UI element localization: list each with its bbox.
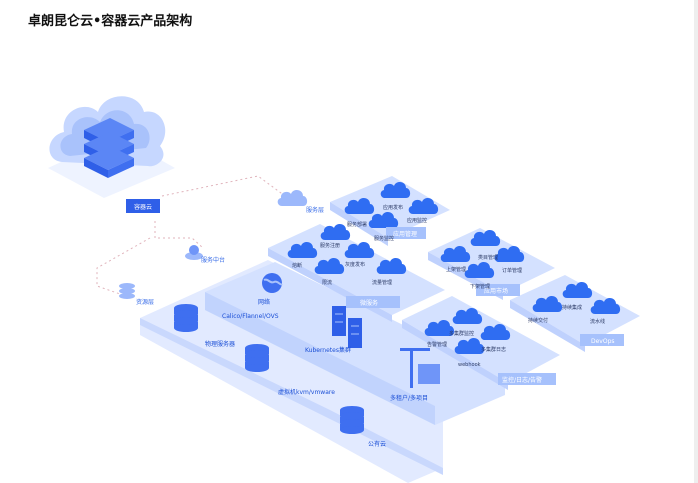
cloud-icon (320, 224, 351, 240)
label-monitor-log: 监控/日志/告警 (502, 376, 542, 384)
label-alarm-mgmt: 告警管理 (427, 341, 447, 348)
label-pipeline: 流水线 (590, 318, 605, 325)
label-network: 网络 (258, 298, 270, 306)
label-webhook: webhook (458, 362, 481, 368)
dotted-connectors (96, 175, 286, 295)
globe-icon (262, 273, 283, 293)
label-ci: 持续集成 (562, 304, 582, 311)
label-online-mgmt: 上架管理 (446, 266, 466, 273)
devops-slab (510, 275, 640, 352)
server-rack-icon (332, 306, 362, 348)
label-app-publish: 应用发布 (383, 204, 403, 211)
label-kubernetes: Kubernetes集群 (305, 346, 351, 354)
label-service-layer: 服务层 (306, 206, 324, 214)
app-mgmt-slab (330, 176, 450, 246)
label-devops: DevOps (591, 338, 615, 345)
rongqiyun-badge: 容器云 (134, 203, 152, 211)
label-order-mgmt: 订单管理 (502, 267, 522, 274)
label-traffic-mgmt: 流量管理 (372, 279, 392, 286)
right-edge-bar (694, 0, 698, 483)
label-multi-tenant: 多租户/多项目 (390, 394, 428, 402)
label-category-mgmt: 类目管理 (478, 254, 498, 261)
service-layer-cloud-icon (277, 190, 308, 206)
label-service-registry: 服务注册 (320, 242, 340, 249)
label-rate-limit: 限流 (322, 279, 332, 286)
label-app-monitor: 应用监控 (407, 217, 427, 224)
label-circuit-breaker: 熔断 (292, 262, 302, 269)
label-public-cloud: 公有云 (368, 440, 386, 448)
resource-layer-icon (119, 283, 135, 299)
service-platform-icon (185, 245, 203, 260)
label-service-monitor: 服务监控 (374, 235, 394, 242)
monitor-slab (402, 296, 560, 390)
tenant-crane-icon (400, 348, 440, 388)
label-network-types: Calico/Flannel/OVS (222, 313, 279, 320)
database-icon (245, 344, 269, 372)
label-service-deploy: 服务部署 (347, 221, 367, 228)
label-app-mgmt: 应用管理 (393, 230, 417, 238)
label-gray-release: 灰度发布 (345, 261, 365, 268)
database-icon (340, 406, 364, 434)
label-microservice: 微服务 (360, 299, 378, 307)
label-cd: 持续交付 (528, 317, 548, 324)
page-title: 卓朗昆仑云•容器云产品架构 (28, 14, 193, 29)
label-boxes (346, 227, 624, 385)
server-cloud-illustration (48, 96, 175, 198)
rongqiyun-badge-bg (126, 199, 160, 213)
label-vm: 虚拟机kvm/vmware (278, 388, 335, 396)
database-icon (174, 304, 198, 332)
server-stack-icon (84, 118, 134, 178)
label-multi-cluster-log: 多集群日志 (481, 346, 506, 353)
label-multi-cluster-monitor: 多集群监控 (449, 330, 474, 337)
label-app-market: 应用市场 (484, 287, 508, 295)
label-physical-server: 物理服务器 (205, 340, 235, 348)
label-resource-layer: 资源层 (136, 298, 154, 306)
label-download-mgmt: 下架管理 (470, 283, 490, 290)
label-service-platform: 服务中台 (201, 256, 225, 264)
